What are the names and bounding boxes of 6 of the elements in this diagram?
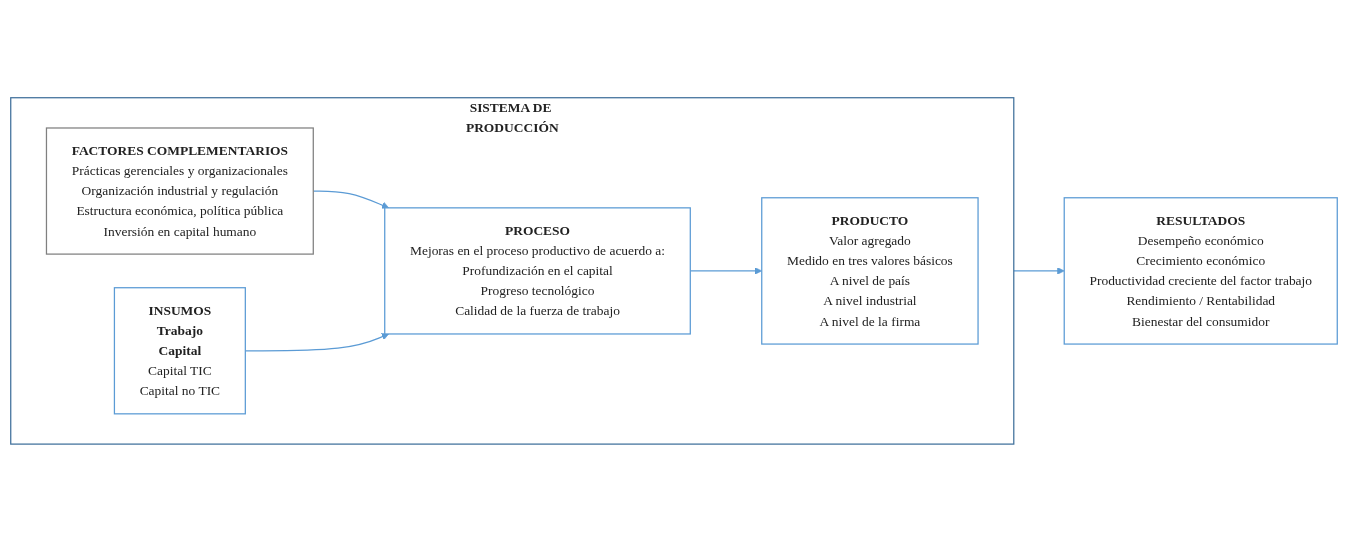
- node-box: FACTORES COMPLEMENTARIOS Prácticas gerenciales y organizacionales Organización industrial y regulación Estructura económica, política pública Inversión en capital humano: [45, 126, 314, 255]
- node-box: INSUMOS Trabajo Capital Capital TIC Capital no TIC: [113, 286, 246, 415]
- node-box: RESULTADOS Desempeño económico Crecimiento económico Productividad creciente del factor trabajo Rendimiento / Rentabilidad Bienestar del consumidor: [1063, 196, 1338, 345]
- arrow: [1013, 266, 1065, 275]
- node-box: PROCESO Mejoras en el proceso productivo de acuerdo a: Profundización en el capital Progreso tecnológico Calidad de la fuerza de trabajo: [384, 206, 691, 335]
- node-box: PRODUCTO Valor agregado Medido en tres valores básicos A nivel de país A nivel industrial A nivel de la firma: [761, 196, 979, 345]
